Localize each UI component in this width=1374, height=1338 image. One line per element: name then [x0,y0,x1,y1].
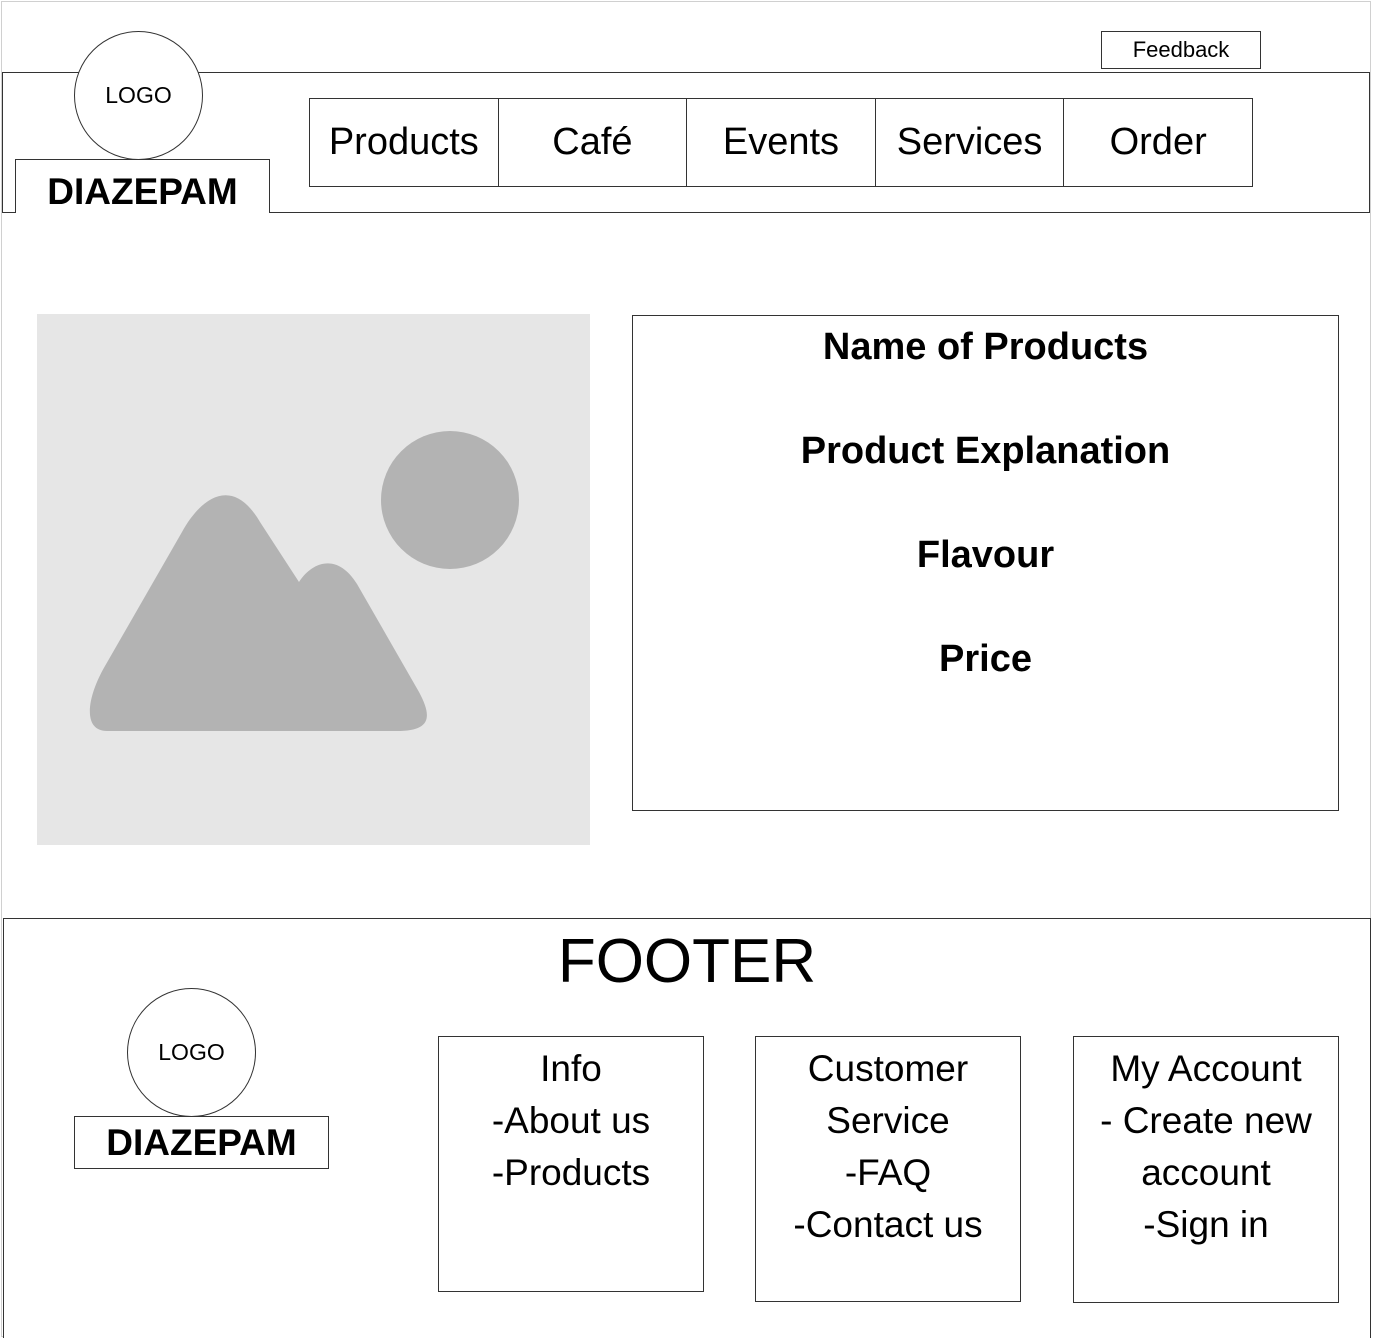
footer-info-heading: Info [540,1048,602,1089]
main-nav: Products Café Events Services Order [309,98,1253,187]
product-flavour: Flavour [916,534,1055,576]
footer-logo[interactable]: LOGO [127,988,256,1117]
header-logo[interactable]: LOGO [74,31,203,160]
product-explanation: Product Explanation [800,430,1171,472]
product-price: Price [939,638,1032,680]
nav-cafe[interactable]: Café [497,99,687,186]
nav-services[interactable]: Services [874,99,1064,186]
footer-link-create-account-2[interactable]: account [1141,1152,1271,1193]
image-icon [89,431,519,731]
footer-link-sign-in[interactable]: -Sign in [1143,1204,1269,1245]
footer-link-create-account-1[interactable]: - Create new [1100,1100,1312,1141]
header-brand-name[interactable]: DIAZEPAM [15,159,270,213]
footer-link-faq[interactable]: -FAQ [844,1152,932,1193]
footer-link-about-us[interactable]: -About us [491,1100,651,1141]
product-details-panel: Name of Products Product Explanation Fla… [632,315,1339,811]
nav-order[interactable]: Order [1063,99,1252,186]
nav-events[interactable]: Events [686,99,875,186]
feedback-button[interactable]: Feedback [1101,31,1261,69]
footer-link-contact-us[interactable]: -Contact us [793,1204,983,1245]
footer-customer-service-heading-1: Customer [807,1048,969,1089]
footer-my-account-heading: My Account [1110,1048,1302,1089]
product-image-placeholder [37,314,590,845]
footer-brand-name[interactable]: DIAZEPAM [74,1116,329,1169]
footer-customer-service-column: Customer Service -FAQ -Contact us [755,1036,1021,1302]
header-logo-label: LOGO [105,82,172,108]
footer-customer-service-heading-2: Service [826,1100,950,1141]
footer-title: FOOTER [557,927,817,996]
nav-products[interactable]: Products [328,121,479,163]
product-name: Name of Products [822,326,1149,368]
footer-link-products[interactable]: -Products [491,1152,651,1193]
footer-info-column: Info -About us -Products [438,1036,704,1292]
footer-logo-label: LOGO [158,1039,225,1065]
footer-my-account-column: My Account - Create new account -Sign in [1073,1036,1339,1303]
